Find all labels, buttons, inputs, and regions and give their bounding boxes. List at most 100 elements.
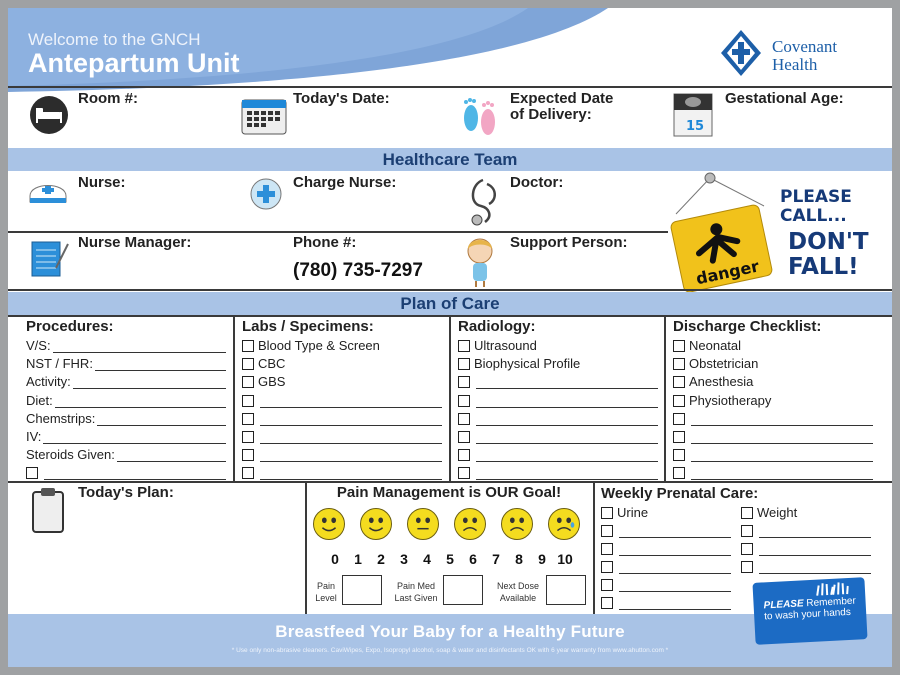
- lab-checkbox[interactable]: [242, 412, 254, 425]
- procedure-row: Steroids Given:: [26, 446, 226, 463]
- todays-date-label: Today's Date:: [293, 90, 390, 107]
- fine-print: * Use only non-abrasive cleaners. CaviWi…: [231, 647, 669, 654]
- weekly-field[interactable]: [759, 542, 871, 556]
- weekly-checkbox[interactable]: [601, 507, 613, 519]
- procedure-label: IV:: [26, 429, 42, 444]
- procedure-field[interactable]: [72, 375, 226, 390]
- radiology-field[interactable]: [476, 466, 658, 481]
- discharge-checkbox[interactable]: [673, 340, 685, 352]
- weekly-row: [601, 540, 731, 556]
- procedure-field[interactable]: [94, 357, 226, 372]
- weekly-checkbox[interactable]: [601, 561, 613, 573]
- lab-field[interactable]: [260, 394, 442, 408]
- lab-checkbox[interactable]: [242, 467, 254, 480]
- pain-level-line1: Pain: [316, 581, 335, 591]
- weekly-field[interactable]: [619, 542, 731, 556]
- radiology-row: Biophysical Profile: [458, 355, 658, 371]
- weekly-field[interactable]: [619, 578, 731, 592]
- gestational-age-label: Gestational Age:: [725, 90, 844, 107]
- weekly-checkbox[interactable]: [741, 507, 753, 519]
- radiology-checkbox[interactable]: [458, 394, 470, 407]
- discharge-checkbox[interactable]: [673, 431, 685, 443]
- discharge-field[interactable]: [691, 412, 873, 426]
- weekly-checkbox[interactable]: [741, 561, 753, 573]
- pain-level-box[interactable]: [342, 575, 382, 605]
- weekly-field[interactable]: [619, 560, 731, 574]
- radiology-checkbox[interactable]: [458, 449, 470, 462]
- lab-checkbox[interactable]: [242, 358, 254, 371]
- radiology-checkbox[interactable]: [458, 376, 470, 389]
- discharge-field[interactable]: [691, 430, 873, 444]
- weekly-field[interactable]: [619, 596, 731, 610]
- checkbox[interactable]: [26, 467, 38, 480]
- procedure-label: Steroids Given:: [26, 447, 115, 463]
- weekly-field[interactable]: [619, 524, 731, 538]
- procedure-row: NST / FHR:: [26, 355, 226, 372]
- discharge-checkbox[interactable]: [673, 358, 685, 371]
- lab-field[interactable]: [260, 466, 442, 481]
- procedure-field[interactable]: [54, 394, 226, 408]
- lab-row: [242, 392, 442, 408]
- radiology-field[interactable]: [476, 412, 658, 426]
- procedure-label: Diet:: [26, 392, 53, 408]
- pain-med-box[interactable]: [443, 575, 483, 605]
- discharge-checkbox[interactable]: [673, 394, 685, 407]
- support-person-label: Support Person:: [510, 234, 628, 251]
- lab-row: Blood Type & Screen: [242, 337, 442, 353]
- unit-title: Antepartum Unit: [28, 48, 240, 78]
- radiology-field[interactable]: [476, 394, 658, 408]
- lab-row: [242, 410, 442, 426]
- discharge-field[interactable]: [691, 448, 873, 463]
- pain-med-line2: Last Given: [394, 593, 438, 603]
- weekly-checkbox[interactable]: [601, 525, 613, 537]
- weekly-row: Urine: [601, 504, 731, 520]
- weekly-field[interactable]: [759, 560, 871, 574]
- radiology-checkbox[interactable]: [458, 431, 470, 443]
- radiology-checkbox[interactable]: [458, 358, 470, 371]
- stethoscope-icon: [471, 178, 496, 226]
- weekly-checkbox[interactable]: [741, 525, 753, 537]
- hands-icon: [816, 582, 849, 596]
- lab-checkbox[interactable]: [242, 394, 254, 407]
- procedure-field[interactable]: [116, 448, 226, 463]
- radiology-field[interactable]: [476, 375, 658, 390]
- ultrasound-calendar-icon: 15: [673, 93, 713, 137]
- discharge-checkbox[interactable]: [673, 412, 685, 425]
- radiology-checkbox[interactable]: [458, 467, 470, 480]
- lab-checkbox[interactable]: [242, 431, 254, 443]
- discharge-checkbox[interactable]: [673, 449, 685, 462]
- weekly-checkbox[interactable]: [601, 543, 613, 555]
- procedure-label: Activity:: [26, 374, 71, 390]
- discharge-field[interactable]: [691, 466, 873, 481]
- pain-face-icon: [407, 508, 439, 540]
- radiology-checkbox[interactable]: [458, 340, 470, 352]
- lab-checkbox[interactable]: [242, 449, 254, 462]
- weekly-field[interactable]: [759, 524, 871, 538]
- lab-checkbox[interactable]: [242, 340, 254, 352]
- discharge-row: [673, 446, 873, 463]
- radiology-checkbox[interactable]: [458, 412, 470, 425]
- medical-kit-icon: [250, 178, 282, 210]
- discharge-checkbox[interactable]: [673, 467, 685, 480]
- lab-field[interactable]: [260, 412, 442, 426]
- procedure-row-blank: [26, 464, 226, 481]
- pain-scale-number: 8: [515, 551, 523, 567]
- weekly-checkbox[interactable]: [601, 597, 613, 609]
- lab-checkbox[interactable]: [242, 376, 254, 389]
- weekly-checkbox[interactable]: [601, 579, 613, 591]
- bed-icon: [30, 96, 68, 134]
- weekly-checkbox[interactable]: [741, 543, 753, 555]
- procedure-field[interactable]: [97, 412, 226, 426]
- lab-field[interactable]: [260, 430, 442, 444]
- next-dose-box[interactable]: [546, 575, 586, 605]
- discharge-checkbox[interactable]: [673, 376, 685, 389]
- procedure-field[interactable]: [44, 466, 226, 481]
- lab-field[interactable]: [260, 448, 442, 463]
- procedure-field[interactable]: [43, 430, 226, 444]
- discharge-label: Neonatal: [689, 338, 742, 353]
- next-dose-line2: Available: [499, 593, 537, 603]
- procedure-field[interactable]: [52, 339, 226, 353]
- radiology-field[interactable]: [476, 430, 658, 444]
- radiology-field[interactable]: [476, 448, 658, 463]
